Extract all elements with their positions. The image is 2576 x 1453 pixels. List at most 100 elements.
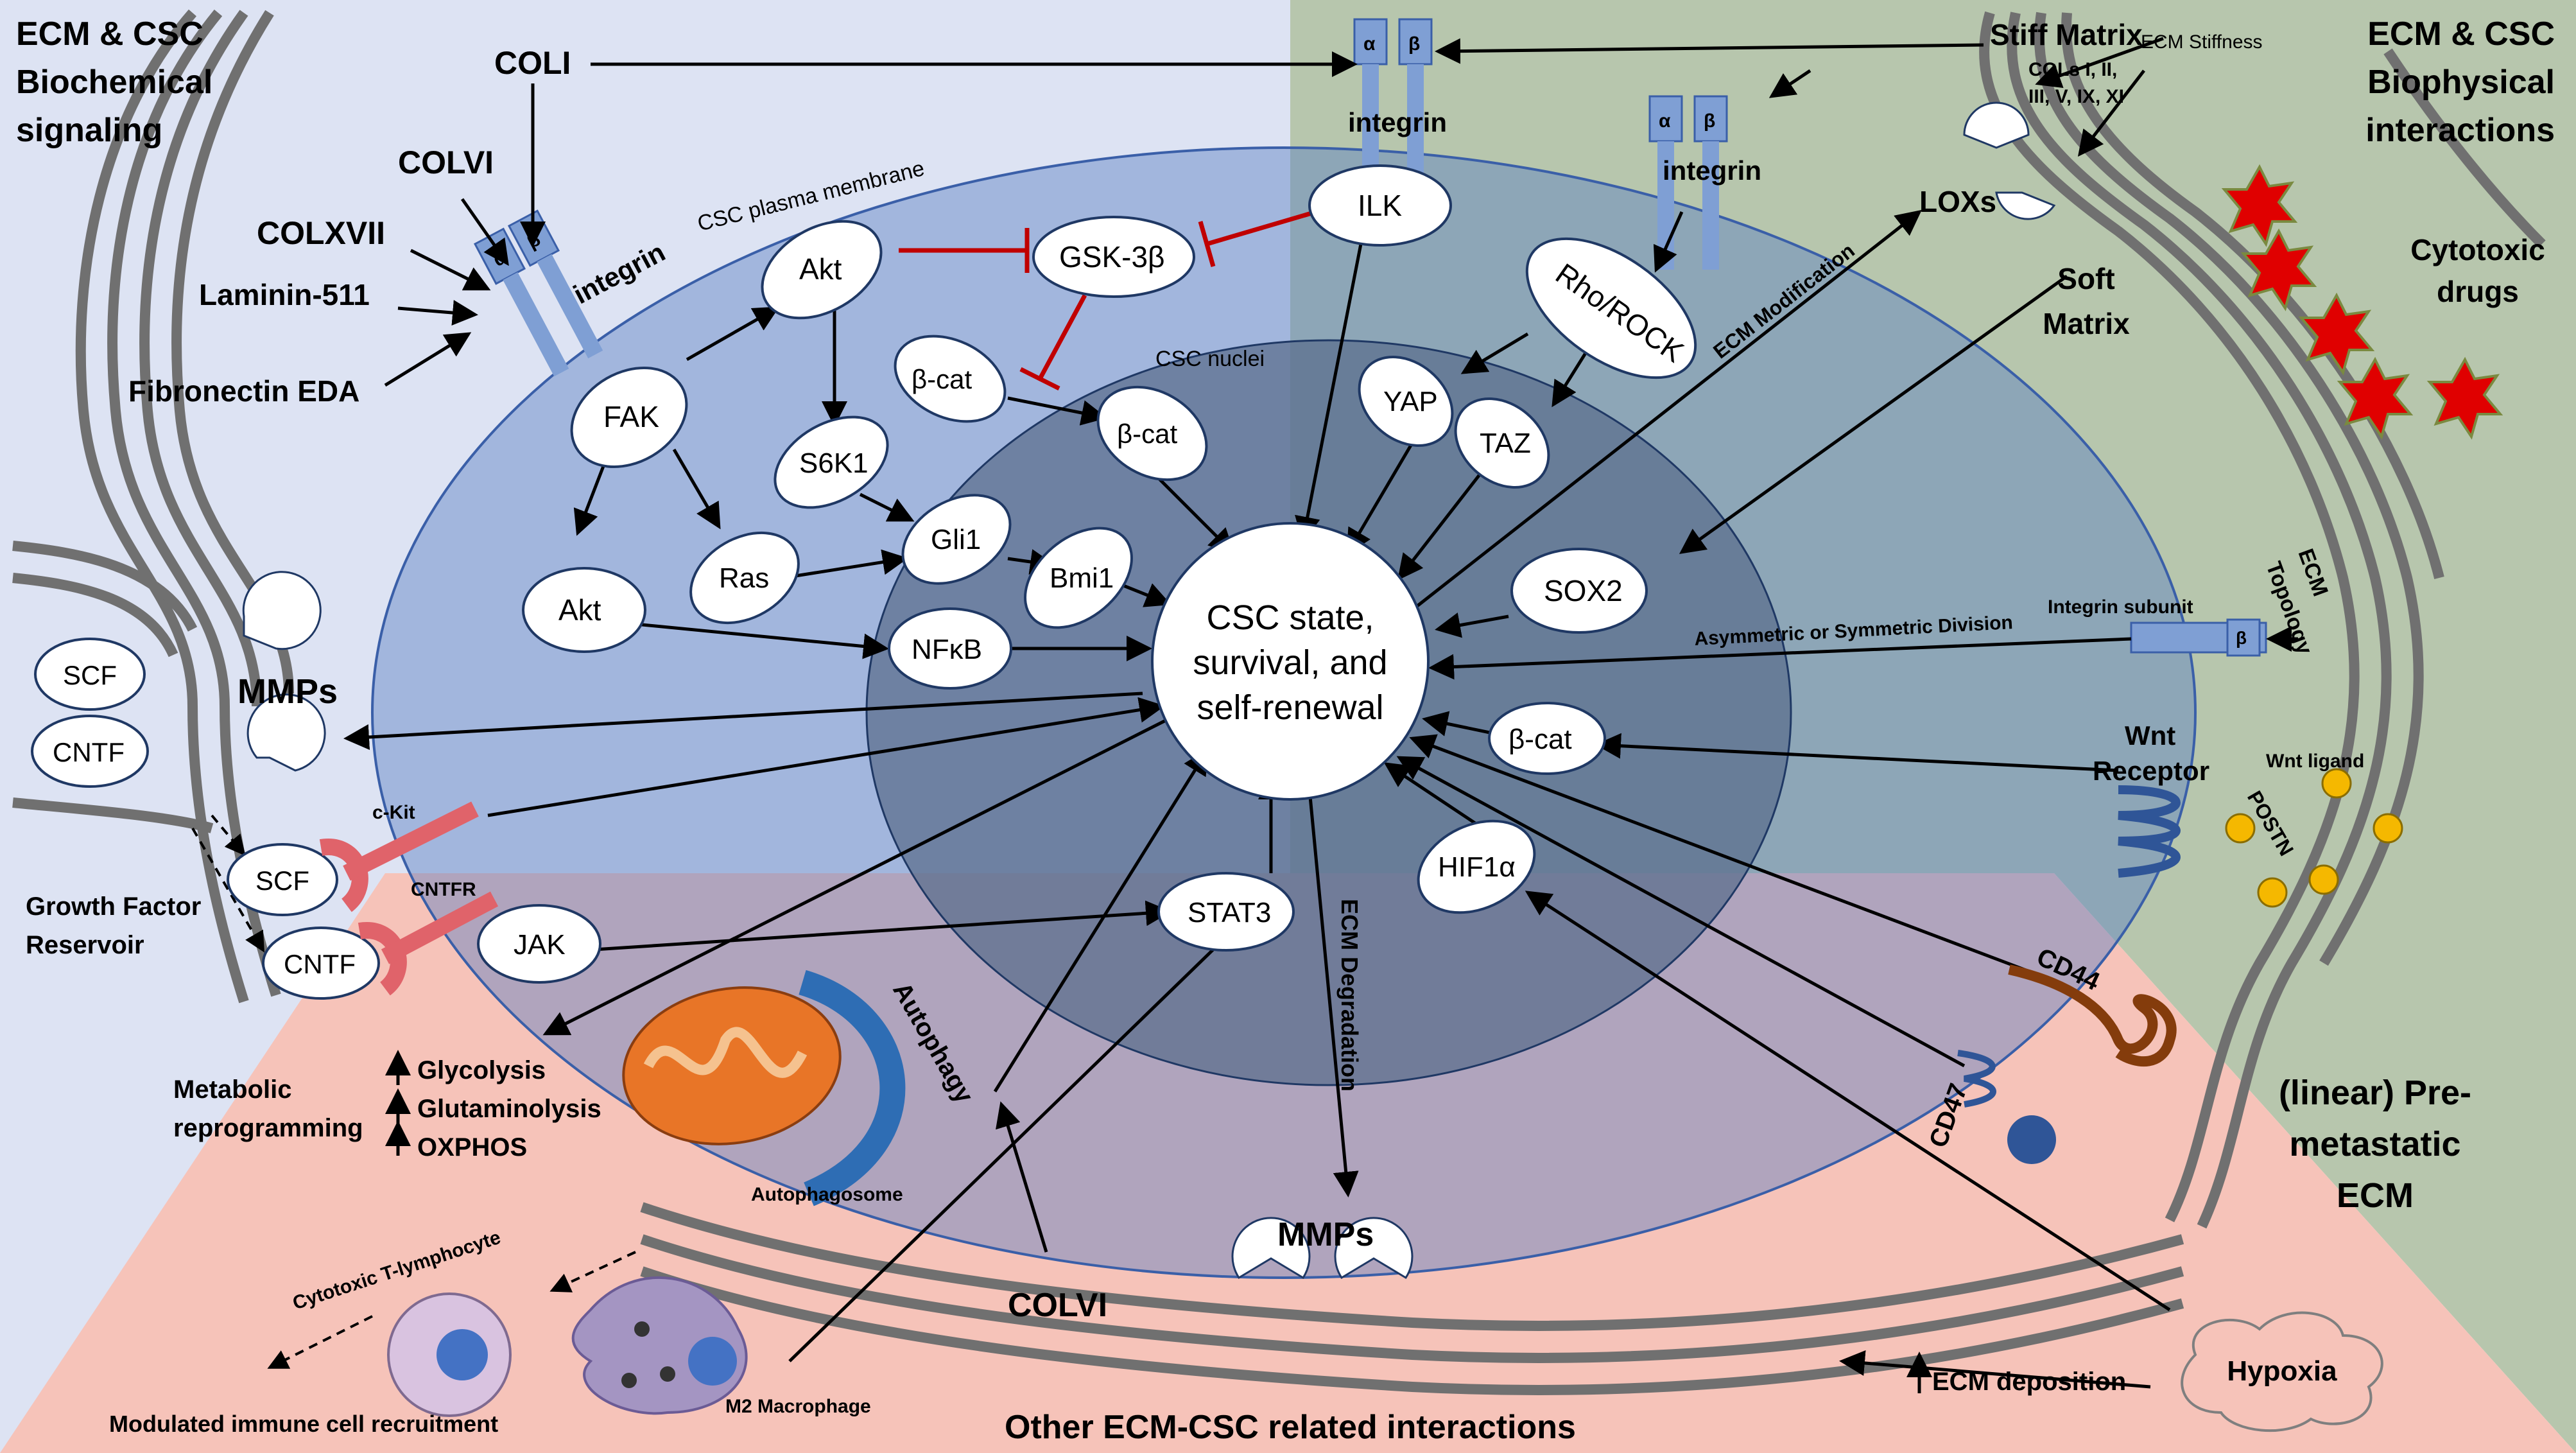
- autophagosome-shape: [799, 970, 906, 1206]
- integrin-alpha-label: α: [1363, 33, 1376, 55]
- ligand-colvi: COLVI: [398, 144, 494, 180]
- label-autophagosome: Autophagosome: [751, 1184, 903, 1205]
- label-wnt-line-2: Receptor: [2093, 756, 2209, 786]
- hypoxia-cloud: [2181, 1311, 2383, 1432]
- node-ilk-label: ILK: [1358, 189, 1402, 222]
- node-bmi1: Bmi1: [1024, 526, 1133, 629]
- node-ras: Ras: [689, 531, 800, 625]
- region-title-biochemical: ECM & CSC Biochemical signaling: [16, 15, 212, 149]
- node-bcat-left: β-cat: [894, 335, 1007, 423]
- node-akt-top-label: Akt: [799, 252, 842, 286]
- inhibition-lines: [899, 209, 1317, 391]
- integrin-alpha-label: α: [1659, 110, 1671, 132]
- mitochondrion: [622, 986, 842, 1145]
- node-sox2-label: SOX2: [1544, 574, 1623, 607]
- cntfr-receptor: [358, 891, 499, 996]
- integrin-subunit: β: [2130, 618, 2267, 657]
- biochem-line-1: ECM & CSC: [16, 15, 203, 53]
- node-bcat-right-label: β-cat: [1117, 419, 1178, 449]
- label-hypoxia: Hypoxia: [2227, 1355, 2337, 1387]
- node-gli1: Gli1: [901, 494, 1012, 585]
- ecm-fibres-right: [1979, 11, 2546, 1229]
- integrin-right-label: integrin: [1663, 155, 1761, 186]
- region-title-other: Other ECM-CSC related interactions: [1005, 1409, 1576, 1446]
- premet-line-1: (linear) Pre-: [2279, 1074, 2471, 1112]
- label-colvi-bottom: COLVI: [1008, 1287, 1107, 1324]
- label-soft-line-1: Soft: [2057, 262, 2114, 295]
- lox-shapes: [1963, 101, 2056, 220]
- label-wnt-ligand: Wnt ligand: [2266, 751, 2364, 772]
- cd44-receptor: [2008, 964, 2177, 1066]
- integrin-beta-label: β: [1704, 110, 1715, 132]
- node-nfkb: NFκB: [888, 607, 1012, 690]
- m2-macrophage: [571, 1276, 748, 1415]
- ecm-fibres-bottom: [640, 1202, 2184, 1395]
- t-lymphocyte: [387, 1292, 512, 1417]
- label-cols-line-1: COLs I, II,: [2028, 59, 2117, 80]
- label-ecm-deposition: ECM deposition: [1932, 1368, 2126, 1396]
- node-scf-top-label: SCF: [63, 660, 117, 690]
- mmp-shapes-bottom: [1231, 1217, 1413, 1280]
- label-soft-line-2: Matrix: [2043, 307, 2130, 340]
- wnt-receptor: [2118, 785, 2181, 878]
- node-ras-label: Ras: [719, 562, 769, 594]
- node-fak: FAK: [570, 366, 688, 469]
- node-cntf-top-label: CNTF: [53, 737, 125, 767]
- label-immune-recruitment: Modulated immune cell recruitment: [109, 1411, 498, 1437]
- node-hif1a: HIF1α: [1417, 819, 1536, 914]
- label-loxs: LOXs: [1919, 185, 1996, 218]
- ckit-receptor: [319, 801, 479, 912]
- cd47-receptor: [1957, 1050, 2056, 1164]
- node-akt-low-label: Akt: [558, 593, 601, 627]
- premet-line-2: metastatic: [2289, 1125, 2460, 1163]
- node-s6k1-label: S6K1: [799, 448, 869, 479]
- biochem-line-2: Biochemical: [16, 64, 212, 101]
- nuclei-label: CSC nuclei: [1155, 347, 1265, 371]
- biophys-line-3: interactions: [2365, 112, 2555, 149]
- biochem-line-3: signaling: [16, 112, 162, 149]
- cytotoxic-drug-stars: [2221, 164, 2503, 440]
- node-gli1-label: Gli1: [931, 524, 981, 555]
- node-cntf-top: CNTF: [31, 715, 149, 788]
- label-ecm-degradation: ECM Degradation: [1336, 899, 1363, 1092]
- wnt-ligands: [2225, 768, 2403, 908]
- label-glutaminolysis: Glutaminolysis: [417, 1095, 601, 1123]
- node-hif1a-label: HIF1α: [1438, 851, 1516, 883]
- label-m2-macrophage: M2 Macrophage: [725, 1396, 871, 1417]
- node-ilk: ILK: [1308, 164, 1452, 247]
- node-bcat-low-label: β-cat: [1508, 724, 1572, 755]
- mmp-shapes-left: [242, 571, 326, 772]
- biophys-line-1: ECM & CSC: [2367, 15, 2555, 53]
- node-cntf-low-label: CNTF: [284, 949, 356, 979]
- ligand-colxvii: COLXVII: [257, 215, 385, 251]
- node-csc-state: CSC state, survival, and self-renewal: [1151, 522, 1430, 801]
- label-mmps-left: MMPs: [238, 672, 338, 711]
- label-ecm-stiffness: ECM Stiffness: [2141, 31, 2263, 53]
- ligand-coli: COLI: [494, 45, 571, 81]
- node-sox2: SOX2: [1510, 548, 1648, 634]
- ckit-label: c-Kit: [372, 802, 415, 823]
- region-title-biophysical: ECM & CSC Biophysical interactions: [2365, 15, 2555, 149]
- csc-state-line-3: self-renewal: [1197, 688, 1383, 727]
- node-scf-low: SCF: [227, 843, 338, 916]
- label-glycolysis: Glycolysis: [417, 1056, 546, 1084]
- label-cols-line-2: III, V, IX, XI: [2028, 86, 2124, 107]
- label-metab-line-2: reprogramming: [173, 1114, 363, 1142]
- node-jak-label: JAK: [514, 929, 566, 961]
- label-integrin-subunit: Integrin subunit: [2048, 596, 2193, 618]
- ligand-laminin: Laminin-511: [199, 278, 370, 311]
- node-jak: JAK: [477, 904, 601, 984]
- node-yap-label: YAP: [1383, 386, 1438, 417]
- node-bcat-right: β-cat: [1096, 385, 1208, 482]
- node-scf-low-label: SCF: [255, 866, 309, 896]
- label-mmps-bottom: MMPs: [1277, 1216, 1374, 1253]
- node-yap: YAP: [1358, 356, 1454, 447]
- node-fak-label: FAK: [603, 400, 659, 433]
- node-s6k1: S6K1: [774, 415, 889, 509]
- node-gsk3b-label: GSK-3β: [1059, 240, 1165, 274]
- node-bmi1-label: Bmi1: [1050, 562, 1114, 594]
- node-bcat-left-label: β-cat: [912, 364, 972, 394]
- integrin-beta-label: β: [1408, 33, 1420, 55]
- node-stat3: STAT3: [1157, 872, 1295, 952]
- node-akt-low: Akt: [522, 567, 646, 653]
